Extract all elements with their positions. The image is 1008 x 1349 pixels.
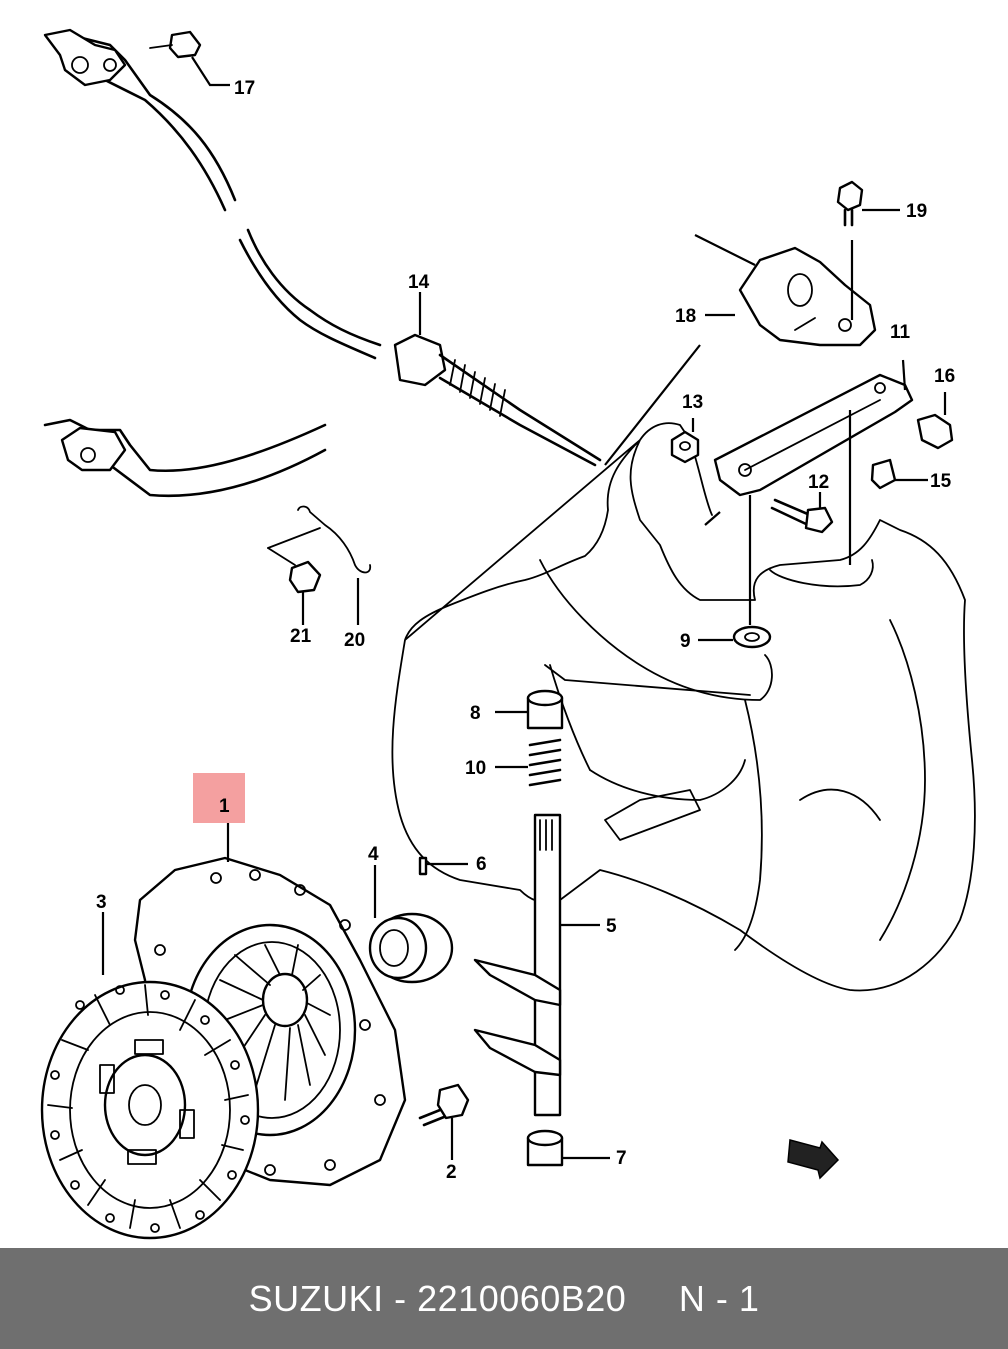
exploded-parts-diagram: 1 2 3 4 5 6 7 8 9 10 11 12 13 14 15 16 1… xyxy=(40,28,976,1240)
part-label-3: 3 xyxy=(96,892,107,913)
shaft-5 xyxy=(473,813,600,1117)
bushing-8 xyxy=(495,689,564,730)
part-number: 2210060B20 xyxy=(417,1277,627,1319)
part-label-16: 16 xyxy=(934,366,955,387)
part-label-4: 4 xyxy=(368,844,379,865)
part-label-5: 5 xyxy=(606,916,617,937)
front-arrow-icon xyxy=(787,1139,840,1180)
bolt-2 xyxy=(418,1083,470,1160)
part-label-1: 1 xyxy=(219,796,230,817)
bolt-19 xyxy=(836,180,900,320)
highlight-box-part-1 xyxy=(193,773,245,823)
part-label-2: 2 xyxy=(446,1162,457,1183)
part-label-19: 19 xyxy=(906,201,927,222)
spring-10 xyxy=(495,738,562,787)
part-label-9: 9 xyxy=(680,631,691,652)
part-label-15: 15 xyxy=(930,471,952,492)
bolt-17 xyxy=(149,30,230,87)
release-lever-11 xyxy=(604,234,914,625)
cable-lower-end xyxy=(43,418,327,497)
nut-13 xyxy=(670,418,700,464)
part-label-13: 13 xyxy=(682,392,703,413)
bolt-12 xyxy=(770,492,834,534)
part-label-6: 6 xyxy=(476,854,487,875)
bushing-15 xyxy=(870,458,928,490)
part-label-20: 20 xyxy=(344,630,365,651)
part-label-7: 7 xyxy=(616,1148,627,1169)
separator: - xyxy=(383,1277,418,1319)
clip-20 xyxy=(267,505,372,625)
brand-name: SUZUKI xyxy=(248,1277,384,1319)
part-label-10: 10 xyxy=(465,758,486,779)
part-label-21: 21 xyxy=(290,626,312,647)
bracket-18 xyxy=(738,246,877,347)
part-label-17: 17 xyxy=(234,78,255,99)
part-label-12: 12 xyxy=(808,472,829,493)
clutch-cable xyxy=(43,28,602,467)
release-bearing-4 xyxy=(368,865,454,984)
spacer xyxy=(626,1278,679,1320)
bushing-7 xyxy=(526,1129,610,1167)
clutch-disc-3 xyxy=(40,912,260,1240)
washer-9 xyxy=(698,625,772,649)
part-label-18: 18 xyxy=(675,306,696,327)
transmission-housing xyxy=(391,422,976,992)
part-label-14: 14 xyxy=(408,272,430,293)
diagram-position: N - 1 xyxy=(678,1277,760,1319)
part-info-footer: SUZUKI - 2210060B20 N - 1 xyxy=(0,1248,1008,1349)
pin-6 xyxy=(418,856,468,876)
part-label-8: 8 xyxy=(470,703,481,724)
nut-16 xyxy=(916,392,954,450)
part-label-11: 11 xyxy=(890,322,911,343)
nut-21 xyxy=(267,547,322,625)
